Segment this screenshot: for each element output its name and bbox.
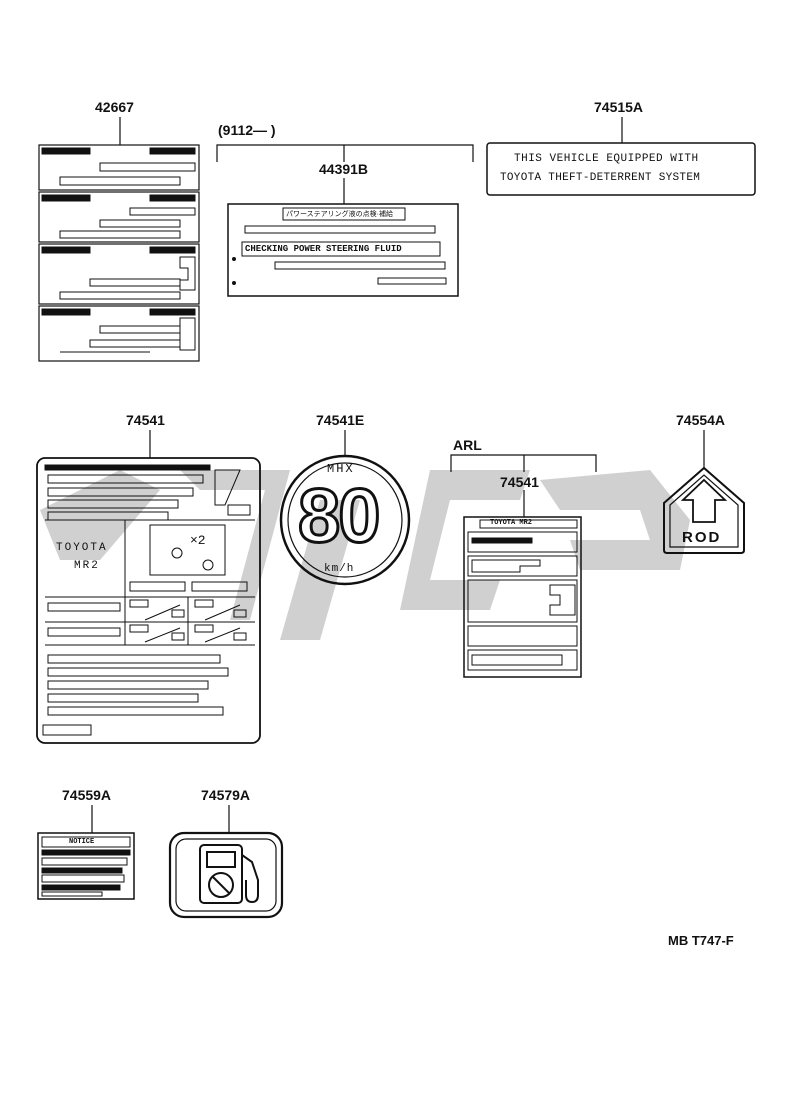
jp-text-box <box>282 207 406 221</box>
ps-english-text: CHECKING POWER STEERING FLUID <box>245 244 402 254</box>
fuel-pump-icon <box>199 844 259 904</box>
speed-unit-text: km/h <box>324 563 355 575</box>
speed-sign-inner <box>287 462 403 578</box>
part-74559a-group <box>37 805 135 900</box>
speed-value-text: 80 <box>297 473 383 561</box>
drawing-code: MB T747-F <box>668 933 734 948</box>
up-arrow-icon <box>680 478 728 523</box>
toyota-text: TOYOTA <box>56 542 108 554</box>
plate-74559a <box>37 832 135 900</box>
part-74541-main-group <box>36 430 261 744</box>
theft-label-line1: THIS VEHICLE EQUIPPED WITH <box>514 153 699 165</box>
plate-74515a <box>486 142 756 196</box>
part-number-74579a: 74579A <box>201 787 251 803</box>
arl-toyota-box <box>479 519 578 529</box>
part-number-74541e: 74541E <box>316 412 365 428</box>
speed-sign-outer <box>279 454 411 586</box>
part-number-74554a: 74554A <box>676 412 726 428</box>
plate-74541-arl <box>463 516 582 678</box>
plate-44391b <box>227 203 459 297</box>
date-range-note: (9112— ) <box>218 122 276 138</box>
part-42667-group <box>38 117 200 362</box>
notice-text: NOTICE <box>69 838 95 846</box>
sheet-42667-3 <box>38 243 200 305</box>
part-74579a-group <box>168 805 284 919</box>
part-44391b-group <box>227 178 459 297</box>
rod-text: ROD <box>682 529 722 546</box>
theft-label-line2: TOYOTA THEFT-DETERRENT SYSTEM <box>500 172 701 184</box>
toyota-mr2-text: TOYOTA MR2 <box>490 519 533 527</box>
part-number-74541-arl: 74541 <box>500 474 539 490</box>
arl-note: ARL <box>453 437 482 453</box>
speed-top-text: MHX <box>327 462 355 476</box>
part-74541e-group <box>279 430 411 586</box>
part-74515a-group <box>486 117 756 196</box>
part-number-74515a: 74515A <box>594 99 644 115</box>
part-number-74541-main: 74541 <box>126 412 165 428</box>
en-text-box <box>241 241 441 257</box>
date-bracket <box>216 144 474 162</box>
part-number-42667: 42667 <box>95 99 134 115</box>
notice-header-box <box>41 836 131 848</box>
plate-74579a-inner <box>175 838 277 912</box>
x2-text: ×2 <box>190 533 206 548</box>
part-74554a-group <box>663 430 745 554</box>
arl-bracket <box>450 454 597 472</box>
plate-74579a <box>168 831 284 919</box>
sheet-42667-1 <box>38 144 200 191</box>
warning-graphic <box>149 524 226 576</box>
mr2-text: MR2 <box>74 560 100 572</box>
sheet-42667-2 <box>38 191 200 243</box>
plate-74541-main <box>36 457 261 744</box>
ps-japanese-text: パワーステアリング液の点検·補給 <box>286 211 393 218</box>
part-74541-arl-group <box>463 490 582 678</box>
part-number-44391b: 44391B <box>319 161 369 177</box>
rod-plate <box>663 466 745 554</box>
part-number-74559a: 74559A <box>62 787 112 803</box>
rod-plate-inner <box>669 474 739 548</box>
sheet-42667-4 <box>38 305 200 362</box>
